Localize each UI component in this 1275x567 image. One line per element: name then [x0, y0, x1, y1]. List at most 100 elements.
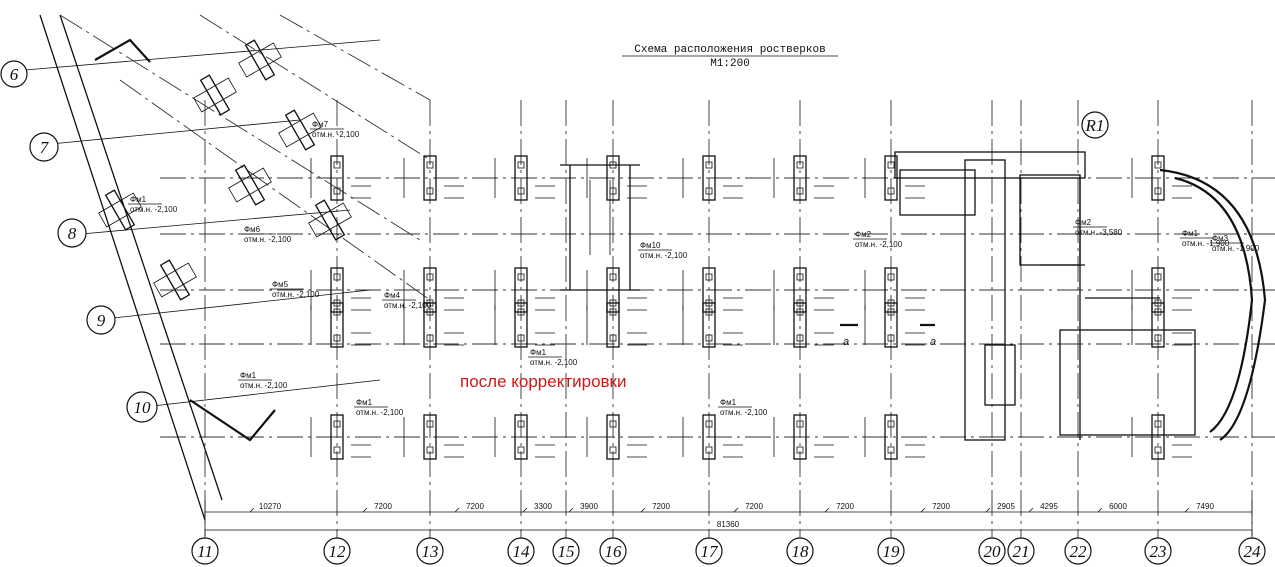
svg-text:16: 16 — [605, 542, 623, 561]
pile-cap — [403, 414, 464, 460]
svg-text:а: а — [843, 336, 849, 348]
svg-text:отм.н. -2,100: отм.н. -2,100 — [272, 290, 320, 299]
svg-text:9: 9 — [97, 311, 106, 330]
horizontal-grid-lines — [160, 177, 1275, 438]
svg-text:Фм1: Фм1 — [720, 398, 737, 407]
axis-bubble-11: 11 — [191, 537, 219, 565]
core-structure — [560, 151, 1267, 441]
span-dimension: 7200 — [745, 502, 763, 511]
pile-cap — [1131, 155, 1192, 201]
axis-bubble-15: 15 — [552, 537, 580, 565]
svg-text:Фм2: Фм2 — [1075, 218, 1092, 227]
span-dimension: 7200 — [652, 502, 670, 511]
span-dimension: 7490 — [1196, 502, 1214, 511]
axis-bubble-16: 16 — [599, 537, 627, 565]
pile-cap — [310, 302, 371, 348]
pile-cap — [494, 302, 555, 348]
dimension-lines — [204, 500, 1253, 536]
svg-text:отм.н. -3,580: отм.н. -3,580 — [1075, 228, 1123, 237]
pile-cap — [403, 267, 464, 313]
svg-text:12: 12 — [329, 542, 347, 561]
axis-bubble-12: 12 — [323, 537, 351, 565]
svg-text:Фм1: Фм1 — [1182, 229, 1199, 238]
vertical-grid-lines — [204, 100, 1253, 540]
drawing-title: Схема расположения ростверков — [634, 44, 825, 56]
span-dimension: 7200 — [932, 502, 950, 511]
svg-text:отм.н. -2,100: отм.н. -2,100 — [640, 251, 688, 260]
pile-cap — [586, 302, 647, 348]
pile-cap — [682, 414, 743, 460]
axis-bubble-r1: R1 — [1081, 111, 1109, 139]
span-dimension: 6000 — [1109, 502, 1127, 511]
pile-cap — [310, 267, 371, 313]
axis-bubble-20: 20 — [978, 537, 1006, 565]
svg-text:Фм3: Фм3 — [1212, 234, 1229, 243]
svg-text:Фм1: Фм1 — [240, 371, 257, 380]
svg-text:Фм6: Фм6 — [244, 225, 261, 234]
pile-cap — [153, 259, 197, 301]
pile-cap — [1131, 302, 1192, 348]
drawing-scale: М1:200 — [710, 58, 750, 70]
svg-text:Фм1: Фм1 — [130, 195, 147, 204]
pile-cap — [310, 414, 371, 460]
axis-bubble-23: 23 — [1144, 537, 1172, 565]
svg-text:13: 13 — [422, 542, 439, 561]
axis-bubble-8: 8 — [57, 218, 87, 248]
svg-text:18: 18 — [792, 542, 810, 561]
pile-cap — [308, 199, 352, 241]
span-dimension: 2905 — [997, 502, 1015, 511]
axis-bubbles-left: 6 7 8 9 10 R1 — [0, 60, 1109, 423]
svg-text:отм.н. -2,100: отм.н. -2,100 — [312, 130, 360, 139]
section-mark: а а — [840, 323, 936, 348]
pile-cap — [494, 267, 555, 313]
pile-cap — [494, 414, 555, 460]
pile-cap — [494, 155, 555, 201]
total-dimension: 81360 — [717, 520, 740, 529]
svg-text:20: 20 — [984, 542, 1002, 561]
span-dimension: 10270 — [259, 502, 282, 511]
span-dimension: 7200 — [836, 502, 854, 511]
pile-cap — [682, 302, 743, 348]
pile-cap — [403, 302, 464, 348]
svg-text:отм.н. -1,900: отм.н. -1,900 — [1212, 244, 1260, 253]
axis-bubble-24: 24 — [1238, 537, 1266, 565]
span-dimension: 3900 — [580, 502, 598, 511]
span-dimension: 7200 — [374, 502, 392, 511]
pile-cap — [773, 302, 834, 348]
svg-text:отм.н. -2,100: отм.н. -2,100 — [384, 301, 432, 310]
axis-bubble-6: 6 — [0, 60, 28, 88]
axis-bubble-22: 22 — [1064, 537, 1092, 565]
span-dimension: 7200 — [466, 502, 484, 511]
axis-bubble-13: 13 — [416, 537, 444, 565]
correction-note: после корректировки — [460, 372, 627, 391]
svg-text:22: 22 — [1070, 542, 1088, 561]
axis-bubble-10: 10 — [126, 391, 158, 423]
pile-cap — [403, 155, 464, 201]
axis-bubble-14: 14 — [507, 537, 535, 565]
axis-bubble-17: 17 — [695, 537, 723, 565]
pile-cap — [864, 414, 925, 460]
svg-text:отм.н. -1,900: отм.н. -1,900 — [1182, 239, 1230, 248]
svg-text:Фм7: Фм7 — [312, 120, 329, 129]
svg-text:Фм10: Фм10 — [640, 241, 661, 250]
left-wing-structure — [24, 14, 431, 521]
pile-cap — [773, 155, 834, 201]
pile-cap — [773, 414, 834, 460]
span-dimension: 4295 — [1040, 502, 1058, 511]
svg-text:отм.н. -2,100: отм.н. -2,100 — [720, 408, 768, 417]
